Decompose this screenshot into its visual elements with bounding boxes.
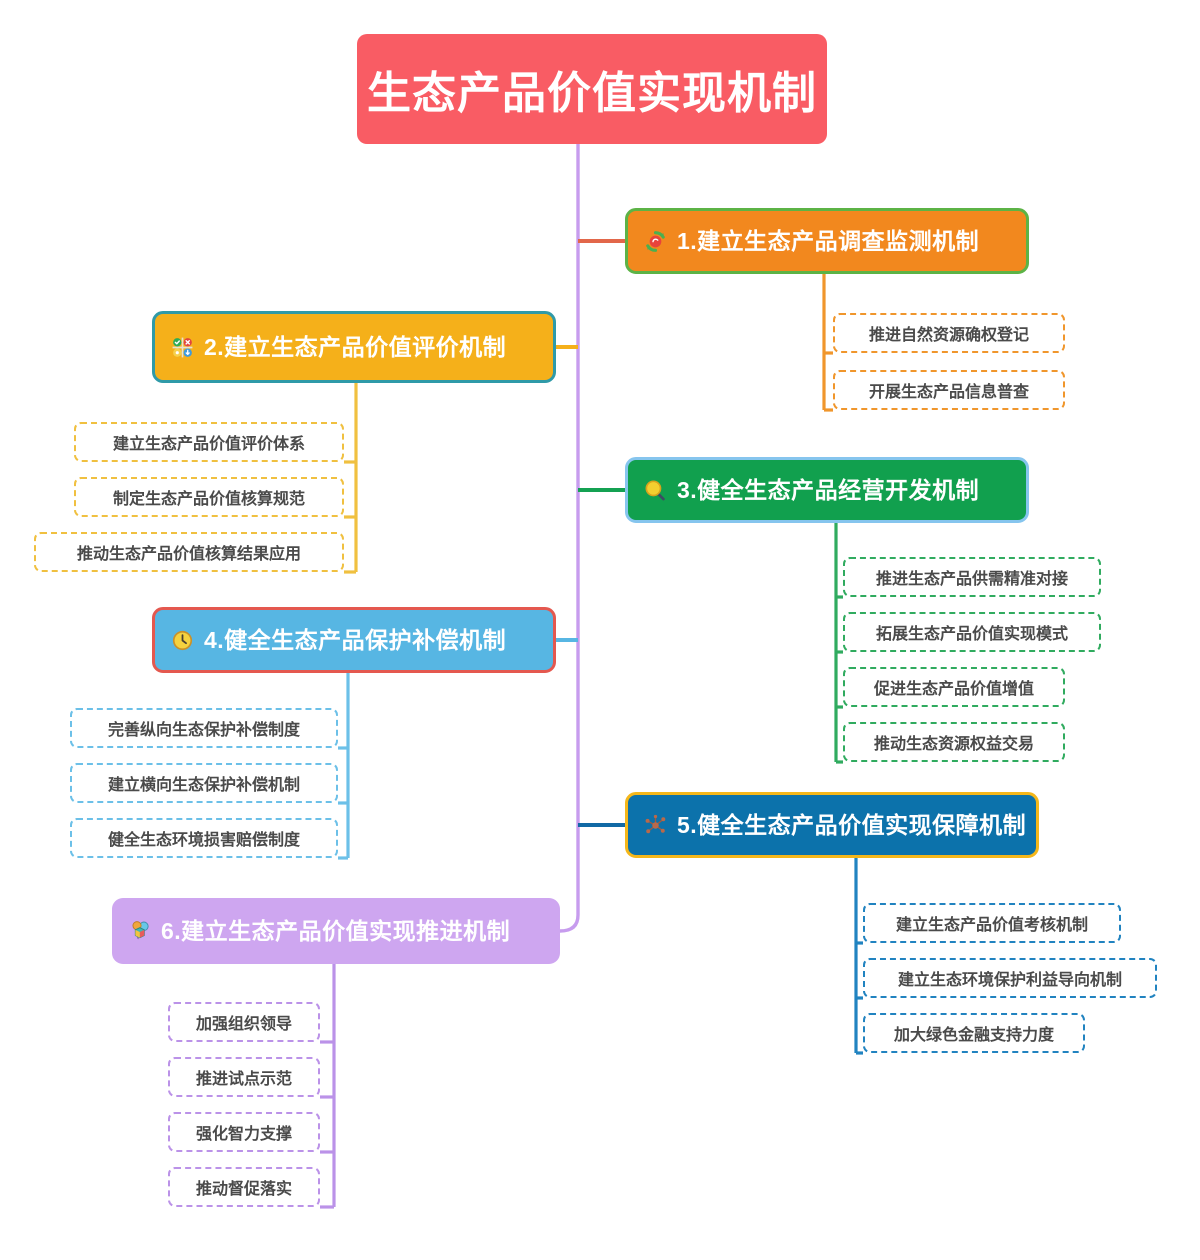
branch-label: 5.健全生态产品价值实现保障机制 [677,811,1027,838]
branch-node-1[interactable]: 1.建立生态产品调查监测机制 [625,208,1029,274]
leaf-label: 制定生态产品价值核算规范 [112,491,305,508]
leaf-node[interactable]: 推进试点示范 [168,1057,320,1097]
leaf-label: 开展生态产品信息普查 [868,384,1029,401]
branch-node-4[interactable]: 4.健全生态产品保护补偿机制 [152,607,556,673]
leaf-label: 推进自然资源确权登记 [868,327,1029,344]
leaf-label: 建立横向生态保护补偿机制 [107,777,300,794]
leaf-node[interactable]: 制定生态产品价值核算规范 [74,477,344,517]
leaf-label: 建立生态环境保护利益导向机制 [897,972,1122,989]
leaf-node[interactable]: 加大绿色金融支持力度 [863,1013,1085,1053]
leaf-node[interactable]: 开展生态产品信息普查 [833,370,1065,410]
leaf-node[interactable]: 推动督促落实 [168,1167,320,1207]
branch-node-6[interactable]: 6.建立生态产品价值实现推进机制 [112,898,560,964]
leaf-label: 强化智力支撑 [195,1126,292,1143]
leaf-node[interactable]: 推进生态产品供需精准对接 [843,557,1101,597]
branch-label: 4.健全生态产品保护补偿机制 [204,626,507,653]
leaf-node[interactable]: 健全生态环境损害赔偿制度 [70,818,338,858]
leaf-label: 建立生态产品价值评价体系 [112,436,305,453]
leaf-node[interactable]: 拓展生态产品价值实现模式 [843,612,1101,652]
leaf-node[interactable]: 加强组织领导 [168,1002,320,1042]
root-label: 生态产品价值实现机制 [367,69,817,118]
balloons-cube-icon [126,918,152,944]
matrix-grid-icon [169,334,195,360]
magnifier-icon [642,477,668,503]
leaf-node[interactable]: 建立生态产品价值考核机制 [863,903,1121,943]
root-node[interactable]: 生态产品价值实现机制 [357,34,827,144]
leaf-node[interactable]: 强化智力支撑 [168,1112,320,1152]
leaf-label: 推进试点示范 [195,1071,292,1088]
network-nodes-icon [642,812,668,838]
leaf-label: 促进生态产品价值增值 [873,681,1034,698]
leaf-label: 推动生态资源权益交易 [873,736,1034,753]
leaf-node[interactable]: 促进生态产品价值增值 [843,667,1065,707]
leaf-node[interactable]: 推动生态资源权益交易 [843,722,1065,762]
leaf-label: 建立生态产品价值考核机制 [895,917,1088,934]
branch-node-3[interactable]: 3.健全生态产品经营开发机制 [625,457,1029,523]
leaf-label: 健全生态环境损害赔偿制度 [107,832,300,849]
recycle-arrows-icon [642,228,668,254]
branch-label: 1.建立生态产品调查监测机制 [677,227,980,254]
leaf-node[interactable]: 建立横向生态保护补偿机制 [70,763,338,803]
leaf-label: 推动生态产品价值核算结果应用 [76,546,301,563]
leaf-label: 推动督促落实 [195,1181,292,1198]
leaf-node[interactable]: 完善纵向生态保护补偿制度 [70,708,338,748]
leaf-label: 完善纵向生态保护补偿制度 [107,722,300,739]
leaf-node[interactable]: 建立生态环境保护利益导向机制 [863,958,1157,998]
leaf-node[interactable]: 建立生态产品价值评价体系 [74,422,344,462]
leaf-node[interactable]: 推进自然资源确权登记 [833,313,1065,353]
branch-label: 6.建立生态产品价值实现推进机制 [161,917,511,944]
leaf-node[interactable]: 推动生态产品价值核算结果应用 [34,532,344,572]
leaf-label: 推进生态产品供需精准对接 [875,571,1068,588]
branch-node-5[interactable]: 5.健全生态产品价值实现保障机制 [625,792,1039,858]
leaf-label: 加大绿色金融支持力度 [893,1027,1054,1044]
leaf-label: 加强组织领导 [195,1016,292,1033]
branch-label: 3.健全生态产品经营开发机制 [677,476,980,503]
clock-icon [169,627,195,653]
branch-label: 2.建立生态产品价值评价机制 [204,333,507,360]
branch-node-2[interactable]: 2.建立生态产品价值评价机制 [152,311,556,383]
leaf-label: 拓展生态产品价值实现模式 [875,626,1068,643]
